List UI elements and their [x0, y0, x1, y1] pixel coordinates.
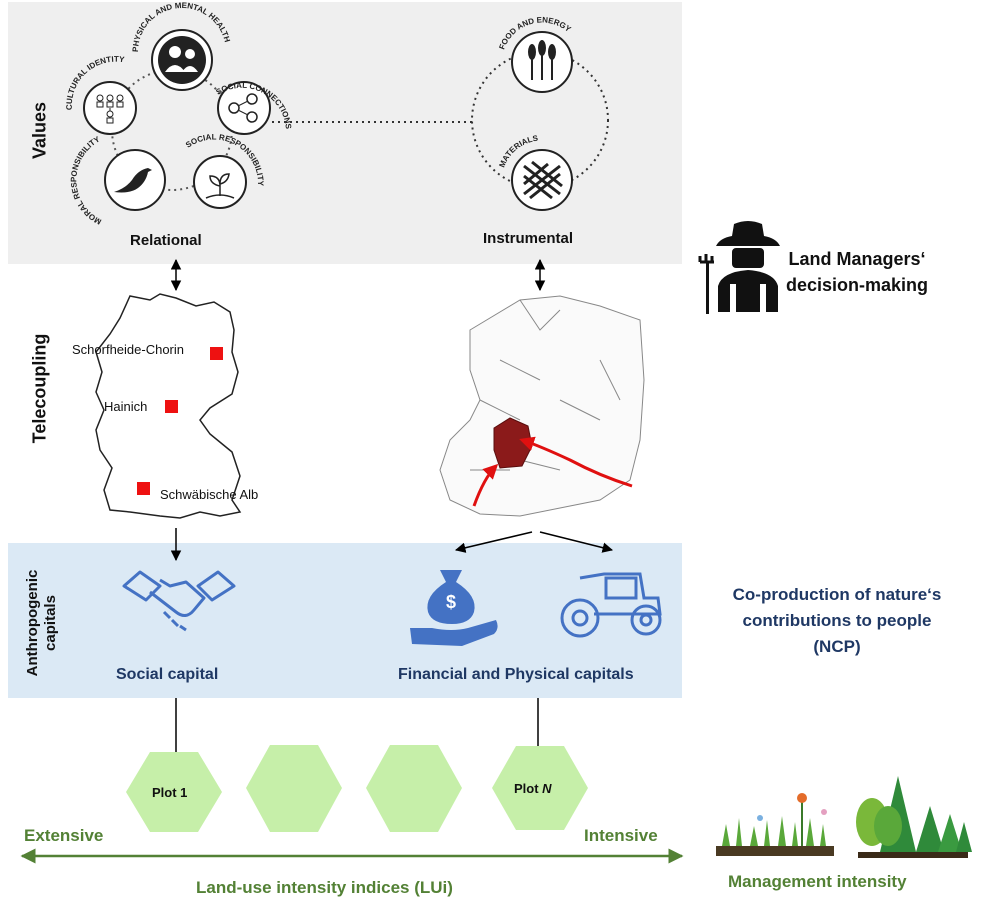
germany-map: [95, 293, 242, 519]
decision-making-label: Land Managers‘ decision-making: [786, 246, 928, 298]
plot-n-variable: N: [542, 781, 552, 796]
plot-3-hexagon: [366, 745, 462, 832]
site-marker-schwaebische: [137, 482, 150, 495]
germany-highlight: [493, 417, 533, 469]
management-intensity-label: Management intensity: [728, 872, 907, 891]
site-marker-hainich: [165, 400, 178, 413]
site-label-schorfheide: Schorfheide-Chorin: [72, 342, 185, 357]
financial-physical-capitals-label: Financial and Physical capitals: [398, 666, 634, 683]
money-bag-hand-icon: $: [410, 570, 498, 646]
forest-trees: [856, 776, 972, 858]
ncp-line-1: Co-production of nature‘s: [732, 585, 942, 604]
ncp-line-2: contributions to people: [742, 611, 932, 630]
europe-to-physical-arrow: [539, 531, 614, 553]
intensive-label: Intensive: [584, 826, 658, 845]
decision-line-2: decision-making: [786, 275, 929, 295]
plot-1-label: Plot 1: [152, 785, 188, 800]
decision-line-1: Land Managers‘: [788, 249, 926, 269]
trade-flow-east: [519, 436, 633, 488]
europe-map: [439, 295, 645, 517]
svg-text:$: $: [446, 592, 456, 612]
farmer-icon: [698, 221, 780, 314]
materials-icon: [511, 149, 573, 211]
capitals-panel: [8, 543, 682, 698]
plot-n-hexagon: [492, 746, 588, 830]
site-label-hainich: Hainich: [104, 399, 148, 414]
handshake-icon: [122, 570, 236, 632]
tractor-icon: [560, 572, 662, 638]
values-panel: [8, 2, 682, 264]
social-responsibility-icon: [193, 155, 247, 209]
ncp-line-3: (NCP): [813, 637, 861, 656]
instrumental-values-network: FOOD AND ENERGY MATERIALS: [471, 15, 609, 211]
management-intensity-illustration: [716, 776, 972, 858]
instrumental-label: Instrumental: [483, 230, 574, 247]
europe-to-financial-arrow: [454, 531, 533, 553]
plot-2-hexagon: [246, 745, 342, 832]
trade-flow-south: [472, 463, 499, 507]
lui-axis-label: Land-use intensity indices (LUi): [196, 878, 453, 897]
site-marker-schorfheide: [210, 347, 223, 360]
social-capital-label: Social capital: [116, 666, 219, 683]
health-icon: [151, 29, 213, 91]
plot-hexagons: [126, 745, 588, 832]
ncp-label: Co-production of nature‘s contributions …: [702, 582, 972, 660]
plot-n-prefix: Plot: [514, 781, 543, 796]
site-label-schwaebische: Schwäbische Alb: [160, 487, 259, 502]
relational-values-network: PHYSICAL AND MENTAL HEALTH SOCIAL CONNEC…: [0, 0, 293, 226]
bird-icon: [104, 149, 166, 211]
wheat-icon: [511, 31, 573, 93]
extensive-label: Extensive: [24, 826, 104, 845]
plot-1-hexagon: [126, 752, 222, 832]
relational-label: Relational: [130, 232, 202, 249]
cultural-identity-icon: [83, 81, 137, 135]
social-connections-icon: [217, 81, 271, 135]
plot-n-label: Plot N: [514, 781, 552, 796]
